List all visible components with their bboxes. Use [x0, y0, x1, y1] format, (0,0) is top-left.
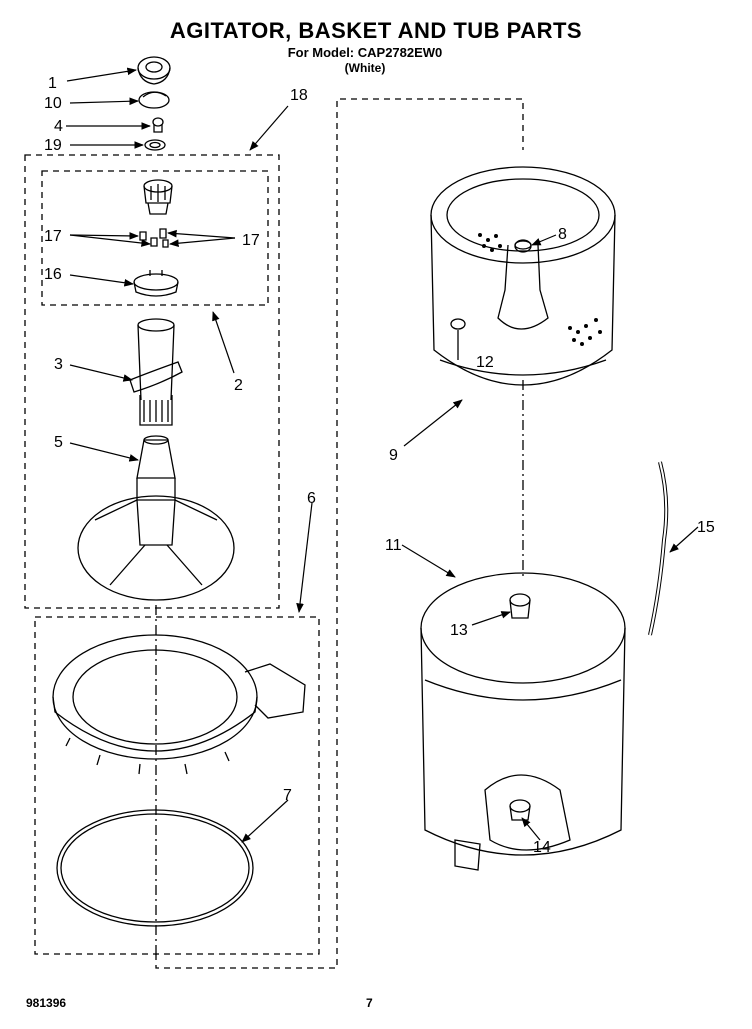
leader-15: [669, 526, 699, 553]
leader-2: [212, 311, 235, 374]
leader-14: [521, 817, 541, 841]
page-number: 7: [366, 996, 373, 1010]
agitator-base-part-5: [77, 435, 235, 601]
ring-clamp-part-7: [56, 809, 254, 927]
callout-17-left: 17: [44, 228, 62, 245]
callout-12: 12: [476, 354, 494, 371]
leader-17a-2: [69, 234, 151, 247]
leader-17b-1: [167, 229, 236, 239]
agitator-cap-part-1: [137, 56, 171, 85]
callout-5: 5: [54, 434, 63, 451]
leader-5: [69, 442, 139, 462]
callout-11: 11: [385, 537, 402, 554]
dogs-part-17: [139, 228, 169, 248]
callout-18: 18: [290, 87, 308, 104]
leader-17b-2: [169, 237, 236, 248]
leader-13: [471, 611, 511, 626]
callout-13: 13: [450, 622, 468, 639]
washer-part-19: [144, 139, 166, 151]
agitator-dog-hub: [143, 179, 173, 215]
leader-7: [241, 799, 289, 843]
leader-17a-1: [69, 232, 139, 240]
hose-part-15: [648, 461, 669, 636]
basket-plug-part-12: [450, 318, 466, 360]
tub-ring-part-6: [52, 634, 306, 775]
callout-2: 2: [234, 377, 243, 394]
outer-tub-part-11: [420, 572, 626, 871]
callout-16: 16: [44, 266, 62, 283]
callout-7: 7: [283, 787, 292, 804]
group-box-6: [34, 616, 320, 955]
leader-8: [531, 234, 557, 246]
cap-insert-part-10: [138, 91, 170, 109]
callout-8: 8: [558, 226, 567, 243]
cam-part-16: [133, 270, 179, 297]
seal-part-14: [509, 799, 531, 821]
leader-6: [296, 502, 313, 613]
callout-19: 19: [44, 137, 62, 154]
leader-11: [401, 544, 456, 578]
callout-17-right: 17: [242, 232, 260, 249]
callout-9: 9: [389, 447, 398, 464]
tub-bearing-part-13: [509, 593, 531, 619]
callout-14: 14: [533, 839, 551, 856]
group-box-18: [24, 154, 280, 609]
callout-15: 15: [697, 519, 715, 536]
page-title: AGITATOR, BASKET AND TUB PARTS: [169, 18, 583, 43]
basket-drive-nut-part-8: [514, 239, 532, 253]
callout-3: 3: [54, 356, 63, 373]
leader-10: [69, 97, 139, 106]
callout-4: 4: [54, 118, 63, 135]
callout-10: 10: [44, 95, 62, 112]
leader-1: [66, 67, 137, 82]
agitator-barrel-part-3: [129, 318, 183, 426]
leader-16: [69, 274, 134, 287]
basket-holes: [478, 233, 602, 346]
model-line: For Model: CAP2782EW0: [287, 45, 443, 60]
leader-9: [403, 399, 463, 447]
callout-6: 6: [307, 490, 316, 507]
leader-3: [69, 364, 133, 382]
document-number: 981396: [26, 996, 67, 1010]
group-box-2: [41, 170, 269, 306]
basket-part-9: [430, 166, 616, 386]
leader-18: [249, 105, 289, 151]
routing-line: [155, 98, 524, 969]
color-line: (White): [344, 61, 386, 75]
bolt-part-4: [152, 117, 164, 133]
callout-1: 1: [48, 75, 57, 92]
